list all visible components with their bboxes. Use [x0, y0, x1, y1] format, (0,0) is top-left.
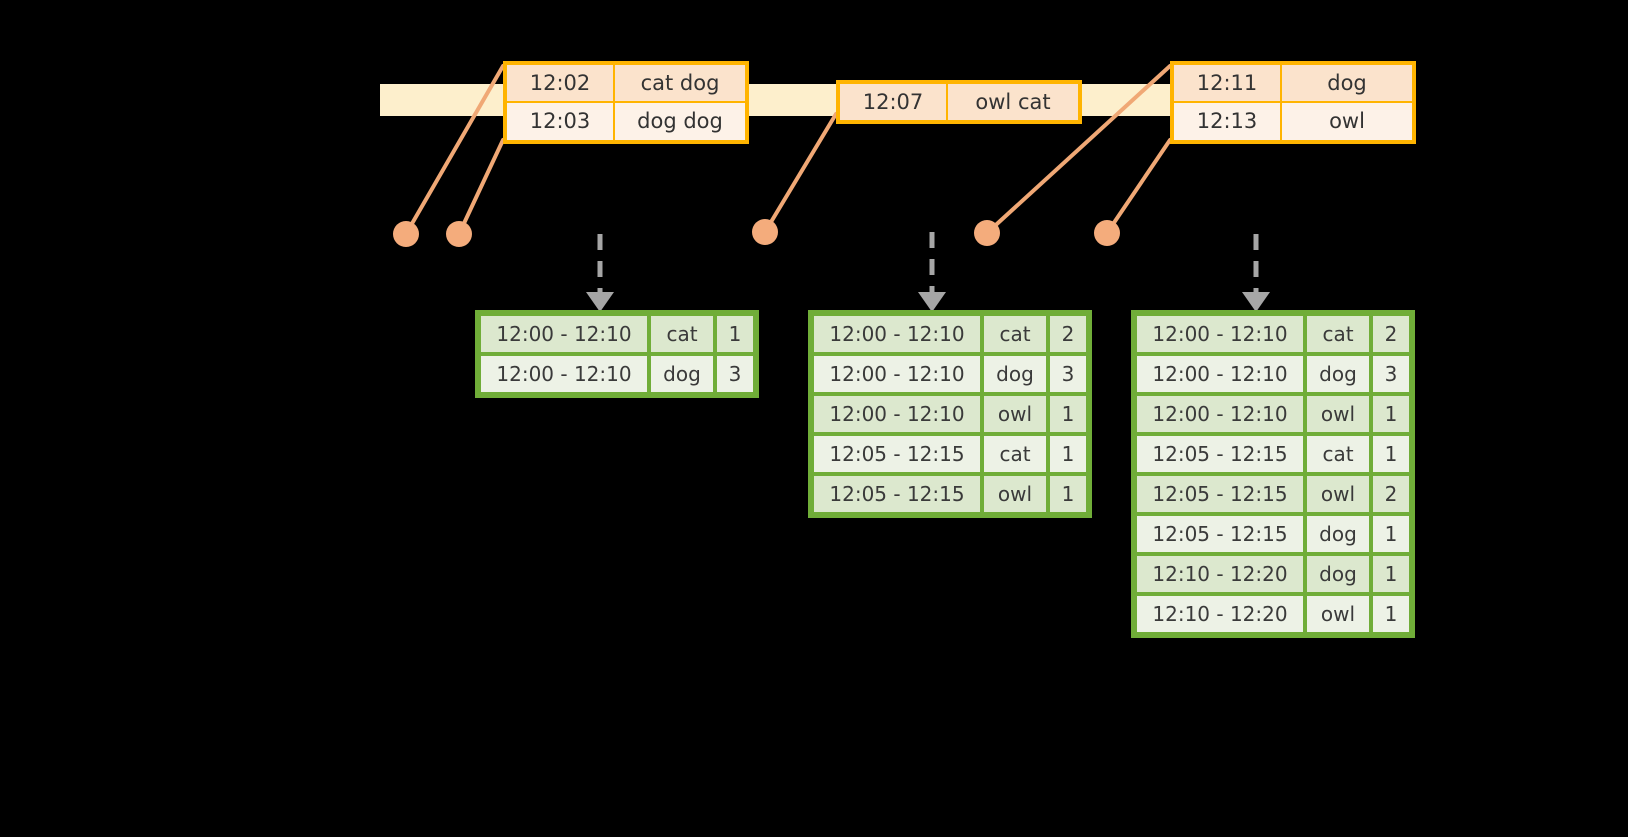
- table-row[interactable]: 12:00 - 12:10 dog 3: [1135, 354, 1411, 394]
- table-row[interactable]: 12:05 - 12:15 cat 1: [1135, 434, 1411, 474]
- count-cell: 3: [1048, 354, 1088, 394]
- event-row[interactable]: 12:07 owl cat: [839, 83, 1079, 122]
- window-cell: 12:00 - 12:10: [1135, 354, 1305, 394]
- word-cell: dog: [1305, 554, 1371, 594]
- event-time: 12:11: [1173, 64, 1281, 103]
- count-cell: 2: [1371, 314, 1411, 354]
- window-cell: 12:05 - 12:15: [1135, 514, 1305, 554]
- word-cell: cat: [1305, 314, 1371, 354]
- window-cell: 12:00 - 12:10: [812, 354, 982, 394]
- word-cell: owl: [1305, 594, 1371, 634]
- window-cell: 12:00 - 12:10: [479, 314, 649, 354]
- event-words: dog dog: [614, 102, 746, 141]
- result-table-2[interactable]: 12:00 - 12:10 cat 2 12:00 - 12:10 dog 3 …: [808, 310, 1092, 518]
- count-cell: 3: [1371, 354, 1411, 394]
- word-cell: dog: [1305, 514, 1371, 554]
- word-cell: owl: [1305, 394, 1371, 434]
- table-row[interactable]: 12:05 - 12:15 owl 1: [812, 474, 1088, 514]
- event-words: owl cat: [947, 83, 1079, 122]
- event-dot-3: [752, 219, 778, 245]
- word-cell: dog: [1305, 354, 1371, 394]
- count-cell: 1: [1371, 594, 1411, 634]
- window-cell: 12:00 - 12:10: [812, 314, 982, 354]
- event-words: dog: [1281, 64, 1413, 103]
- count-cell: 2: [1048, 314, 1088, 354]
- window-cell: 12:05 - 12:15: [1135, 474, 1305, 514]
- table-row[interactable]: 12:00 - 12:10 owl 1: [812, 394, 1088, 434]
- event-group-1[interactable]: 12:02 cat dog 12:03 dog dog: [503, 61, 749, 144]
- count-cell: 1: [1048, 434, 1088, 474]
- word-cell: cat: [982, 314, 1048, 354]
- dashed-arrow-head-1: [586, 292, 614, 312]
- window-cell: 12:00 - 12:10: [1135, 394, 1305, 434]
- table-row[interactable]: 12:05 - 12:15 owl 2: [1135, 474, 1411, 514]
- connector-line-5: [1105, 138, 1172, 235]
- event-words: cat dog: [614, 64, 746, 103]
- count-cell: 3: [715, 354, 755, 394]
- event-dot-4: [974, 220, 1000, 246]
- count-cell: 1: [1371, 394, 1411, 434]
- event-dot-1: [393, 221, 419, 247]
- window-cell: 12:05 - 12:15: [812, 434, 982, 474]
- event-row[interactable]: 12:02 cat dog: [506, 64, 746, 103]
- table-row[interactable]: 12:05 - 12:15 cat 1: [812, 434, 1088, 474]
- word-cell: dog: [649, 354, 715, 394]
- event-group-2[interactable]: 12:07 owl cat: [836, 80, 1082, 125]
- word-cell: owl: [982, 474, 1048, 514]
- event-row[interactable]: 12:13 owl: [1173, 102, 1413, 141]
- event-time: 12:07: [839, 83, 947, 122]
- count-cell: 2: [1371, 474, 1411, 514]
- table-row[interactable]: 12:00 - 12:10 owl 1: [1135, 394, 1411, 434]
- connector-line-1: [404, 64, 505, 236]
- word-cell: owl: [982, 394, 1048, 434]
- word-cell: cat: [982, 434, 1048, 474]
- result-table-3[interactable]: 12:00 - 12:10 cat 2 12:00 - 12:10 dog 3 …: [1131, 310, 1415, 638]
- word-cell: cat: [649, 314, 715, 354]
- connector-line-2: [457, 138, 505, 236]
- count-cell: 1: [1371, 434, 1411, 474]
- count-cell: 1: [715, 314, 755, 354]
- window-cell: 12:10 - 12:20: [1135, 554, 1305, 594]
- dashed-arrow-head-2: [918, 292, 946, 312]
- table-row[interactable]: 12:00 - 12:10 cat 1: [479, 314, 755, 354]
- event-dot-2: [446, 221, 472, 247]
- table-row[interactable]: 12:10 - 12:20 owl 1: [1135, 594, 1411, 634]
- window-cell: 12:05 - 12:15: [812, 474, 982, 514]
- word-cell: owl: [1305, 474, 1371, 514]
- event-time: 12:13: [1173, 102, 1281, 141]
- event-words: owl: [1281, 102, 1413, 141]
- count-cell: 1: [1371, 554, 1411, 594]
- table-row[interactable]: 12:05 - 12:15 dog 1: [1135, 514, 1411, 554]
- count-cell: 1: [1371, 514, 1411, 554]
- event-row[interactable]: 12:11 dog: [1173, 64, 1413, 103]
- event-dot-5: [1094, 220, 1120, 246]
- table-row[interactable]: 12:10 - 12:20 dog 1: [1135, 554, 1411, 594]
- word-cell: dog: [982, 354, 1048, 394]
- window-cell: 12:05 - 12:15: [1135, 434, 1305, 474]
- window-cell: 12:00 - 12:10: [479, 354, 649, 394]
- result-table-1[interactable]: 12:00 - 12:10 cat 1 12:00 - 12:10 dog 3: [475, 310, 759, 398]
- event-group-3[interactable]: 12:11 dog 12:13 owl: [1170, 61, 1416, 144]
- dashed-arrow-heads: [586, 292, 1270, 312]
- table-row[interactable]: 12:00 - 12:10 dog 3: [812, 354, 1088, 394]
- count-cell: 1: [1048, 474, 1088, 514]
- dashed-arrows: [597, 232, 1259, 292]
- word-cell: cat: [1305, 434, 1371, 474]
- event-row[interactable]: 12:03 dog dog: [506, 102, 746, 141]
- event-dots: [393, 219, 1120, 247]
- window-cell: 12:00 - 12:10: [1135, 314, 1305, 354]
- connector-line-3: [763, 112, 838, 234]
- table-row[interactable]: 12:00 - 12:10 cat 2: [812, 314, 1088, 354]
- window-cell: 12:10 - 12:20: [1135, 594, 1305, 634]
- window-cell: 12:00 - 12:10: [812, 394, 982, 434]
- event-time: 12:03: [506, 102, 614, 141]
- event-time: 12:02: [506, 64, 614, 103]
- table-row[interactable]: 12:00 - 12:10 cat 2: [1135, 314, 1411, 354]
- table-row[interactable]: 12:00 - 12:10 dog 3: [479, 354, 755, 394]
- dashed-arrow-head-3: [1242, 292, 1270, 312]
- count-cell: 1: [1048, 394, 1088, 434]
